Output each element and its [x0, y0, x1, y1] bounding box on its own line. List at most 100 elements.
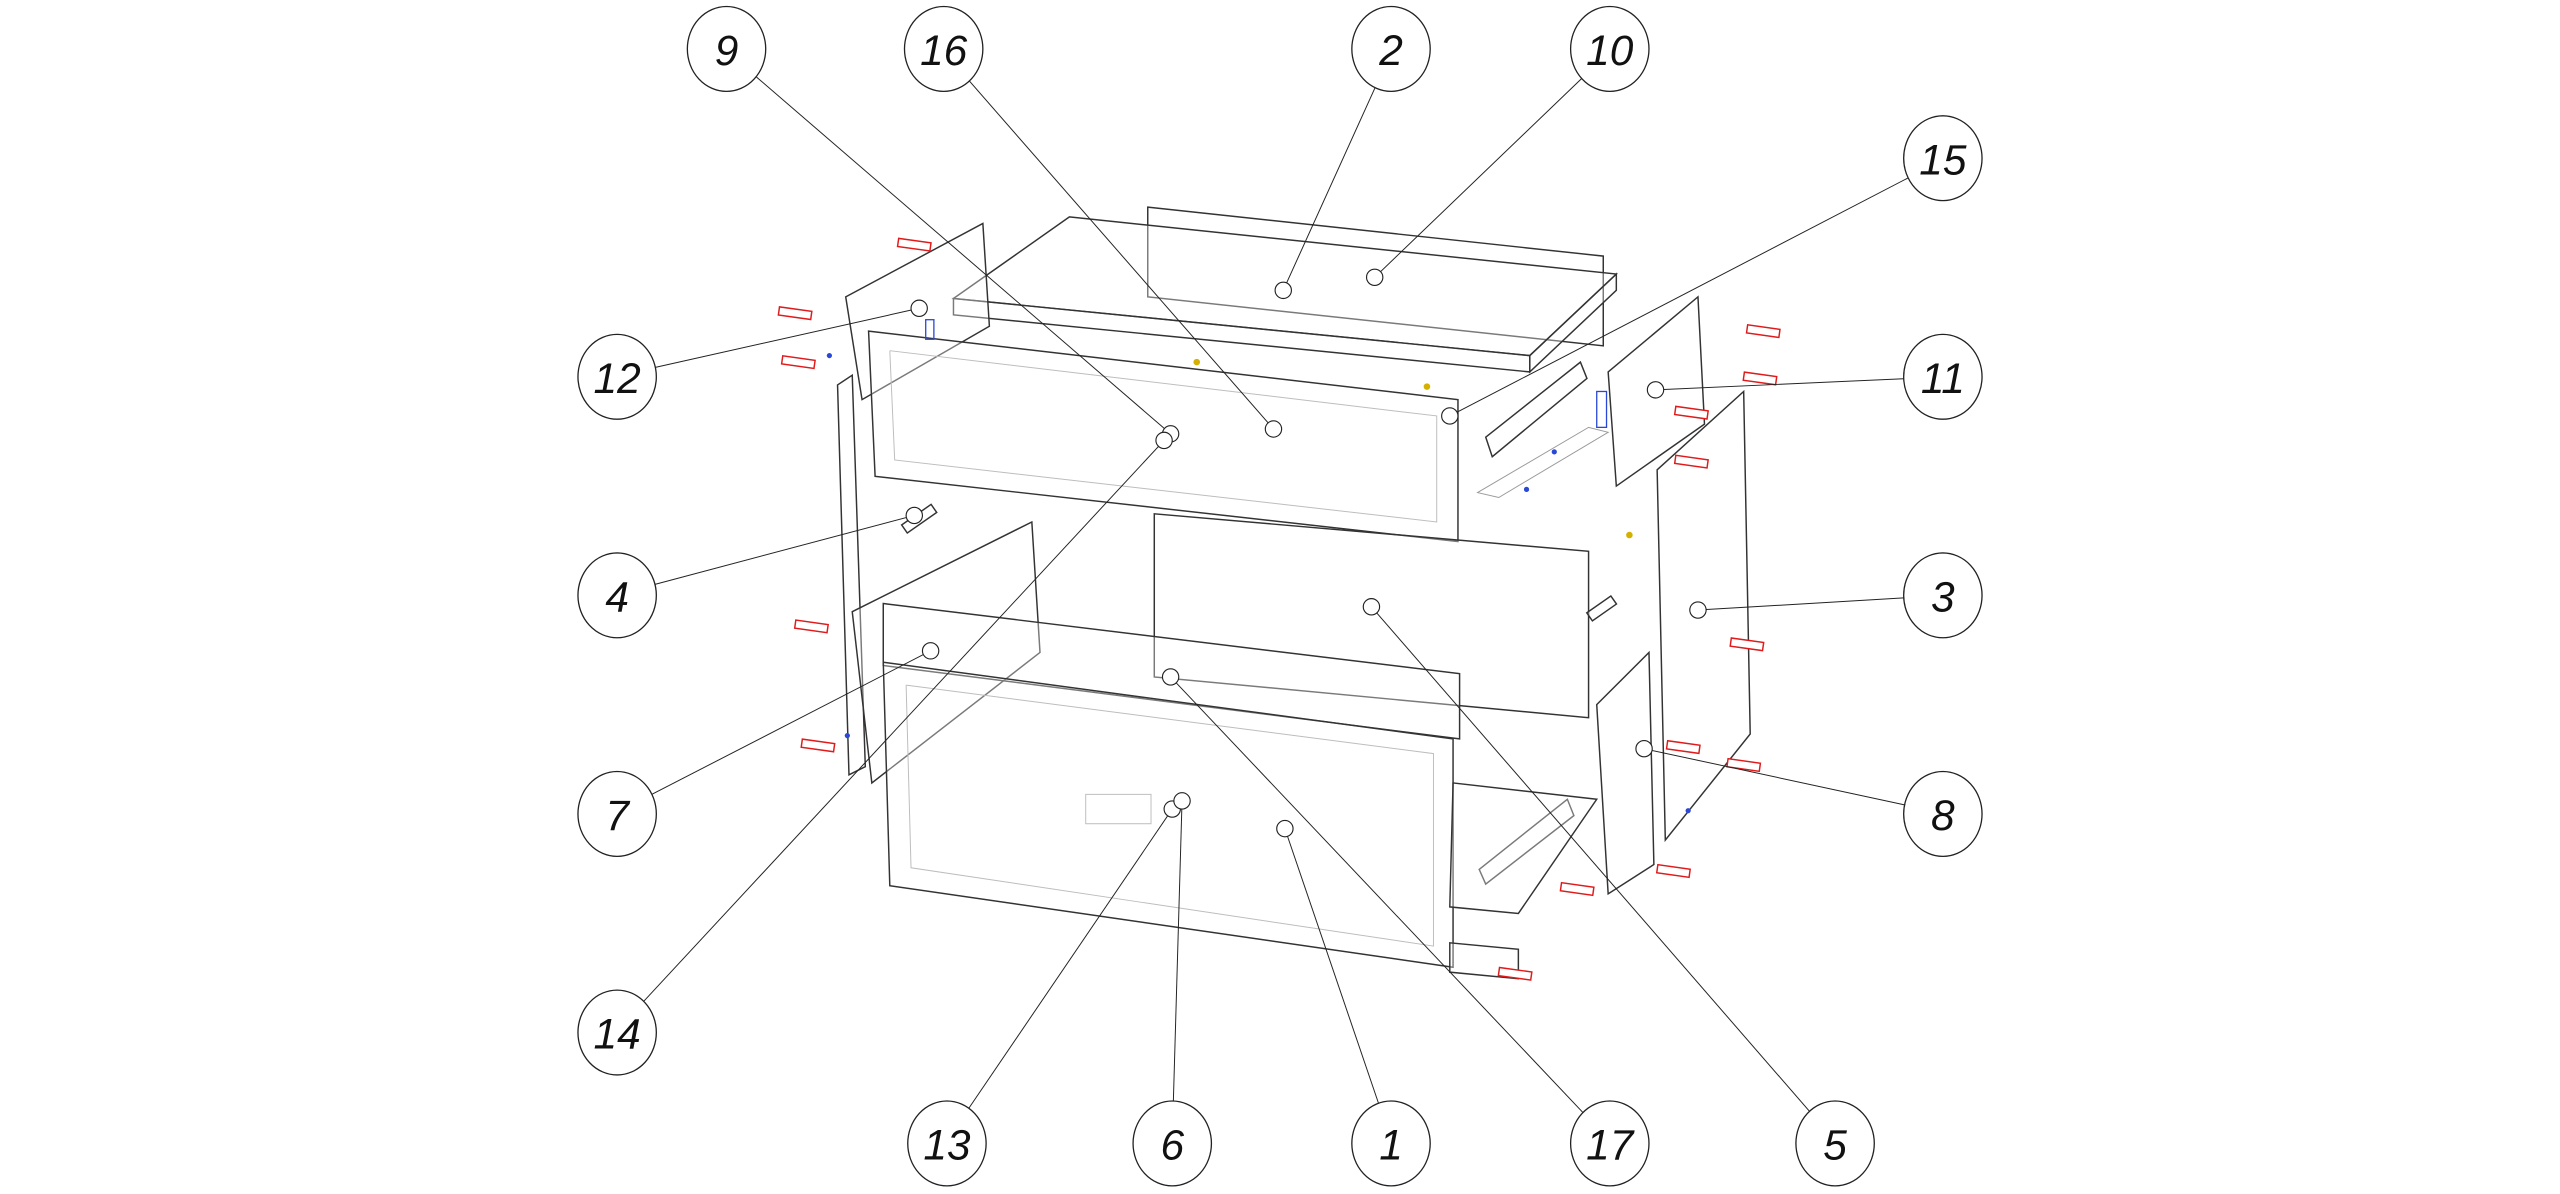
callout-number: 13 — [923, 1122, 971, 1169]
callout-number: 7 — [605, 792, 630, 839]
leader-line — [968, 80, 1274, 430]
callout-15: 17 — [1161, 668, 1650, 1187]
leader-anchor-dot — [1155, 431, 1173, 450]
left-side-panel — [836, 373, 867, 776]
callout-number: 11 — [1921, 355, 1965, 402]
callout-circle — [577, 552, 657, 639]
callout-circle — [907, 1100, 987, 1187]
pin-blue-1 — [1551, 449, 1557, 455]
confirmat-screw-icon — [1673, 454, 1709, 469]
callout-circle — [1795, 1100, 1875, 1187]
callout-circle — [1569, 5, 1650, 92]
callout-number: 17 — [1586, 1122, 1635, 1169]
callout-number: 4 — [605, 574, 629, 621]
bracket-blue — [1596, 390, 1608, 429]
confirmat-screw-icon — [1559, 881, 1595, 897]
leader-line — [1170, 676, 1584, 1113]
leader-anchor-dot — [1264, 420, 1283, 438]
callout-5: 12 — [577, 299, 928, 420]
leader-line — [1172, 800, 1183, 1102]
callout-circle — [1351, 5, 1431, 92]
leader-anchor-dot — [1161, 668, 1180, 686]
handle-right — [1585, 594, 1618, 622]
callout-circle — [577, 989, 657, 1076]
callout-number: 5 — [1823, 1122, 1847, 1169]
callout-circle — [1903, 770, 1983, 858]
cam-yellow-2 — [1423, 383, 1431, 390]
leader-anchor-dot — [905, 506, 924, 525]
callout-number: 14 — [594, 1011, 641, 1058]
callout-circle — [1351, 1100, 1431, 1187]
callout-12: 13 — [907, 800, 1181, 1187]
callout-circle — [577, 770, 657, 858]
callout-number: 3 — [1931, 574, 1955, 621]
callout-number: 9 — [715, 27, 739, 74]
cabinet-parts — [826, 206, 1751, 980]
callout-6: 11 — [1646, 333, 1983, 420]
callout-4: 15 — [1441, 115, 1983, 425]
pin-blue-3 — [1685, 808, 1691, 814]
confirmat-screw-icon — [1497, 966, 1533, 981]
callout-number: 15 — [1919, 136, 1967, 183]
middle-back-panel — [1153, 513, 1590, 719]
leader-line — [1371, 606, 1810, 1112]
confirmat-screw-icon — [800, 738, 836, 753]
callout-circle — [1903, 552, 1983, 639]
cam-yellow-3 — [1626, 531, 1633, 539]
cam-yellow-1 — [1193, 358, 1200, 366]
callout-number: 1 — [1379, 1122, 1403, 1169]
pin-blue-5 — [826, 352, 832, 359]
leader-anchor-dot — [1365, 268, 1384, 287]
pin-blue-4 — [844, 733, 850, 739]
bracket-blue-left — [925, 319, 935, 340]
callout-circle — [1132, 1100, 1213, 1187]
callout-circle — [686, 5, 767, 92]
drawer-bottom-lower — [1449, 782, 1599, 915]
confirmat-screw-icon — [1729, 637, 1765, 652]
leader-line — [654, 514, 915, 585]
leader-line — [1374, 78, 1583, 278]
confirmat-screw-icon — [1655, 863, 1692, 879]
leader-line — [1282, 87, 1376, 291]
callout-1: 16 — [903, 5, 1283, 438]
confirmat-screw-icon — [1726, 757, 1762, 773]
callout-3: 10 — [1365, 5, 1650, 287]
callout-2: 2 — [1274, 5, 1431, 300]
leader-anchor-dot — [1173, 792, 1191, 810]
leader-anchor-dot — [921, 642, 940, 660]
confirmat-screw-icon — [1742, 371, 1778, 386]
leader-anchor-dot — [1274, 281, 1292, 300]
callout-11: 14 — [577, 431, 1173, 1076]
leader-anchor-dot — [1635, 739, 1653, 758]
confirmat-screw-icon — [780, 354, 816, 370]
callout-8: 3 — [1689, 552, 1983, 639]
confirmat-screw-icon — [1673, 405, 1709, 420]
callout-number: 6 — [1160, 1122, 1184, 1169]
leader-line — [1643, 748, 1905, 806]
leader-anchor-dot — [1646, 381, 1665, 399]
drawer-bottom-upper — [1476, 426, 1610, 499]
leader-line — [655, 307, 920, 368]
leader-anchor-dot — [1689, 601, 1707, 619]
pin-blue-2 — [1523, 486, 1530, 492]
callout-number: 8 — [1931, 792, 1955, 839]
callout-9: 7 — [577, 642, 940, 858]
leader-line — [643, 440, 1165, 1002]
runner-upper — [1484, 360, 1588, 458]
callout-circle — [1903, 333, 1983, 420]
callout-number: 10 — [1586, 27, 1634, 74]
confirmat-screw-icon — [793, 619, 829, 634]
leader-anchor-dot — [910, 299, 928, 318]
leader-line — [1449, 177, 1909, 417]
confirmat-screw-icon — [896, 237, 932, 252]
leader-line — [968, 808, 1173, 1109]
left-lower-side-panel — [851, 520, 1041, 785]
callout-circle — [1569, 1100, 1650, 1187]
right-lower-side-panel — [1595, 650, 1655, 896]
callout-circle — [577, 333, 657, 420]
runner-lower — [1478, 798, 1575, 886]
callout-14: 1 — [1276, 819, 1431, 1187]
callout-number: 12 — [594, 355, 641, 402]
upper-drawer-inner — [889, 350, 1438, 523]
